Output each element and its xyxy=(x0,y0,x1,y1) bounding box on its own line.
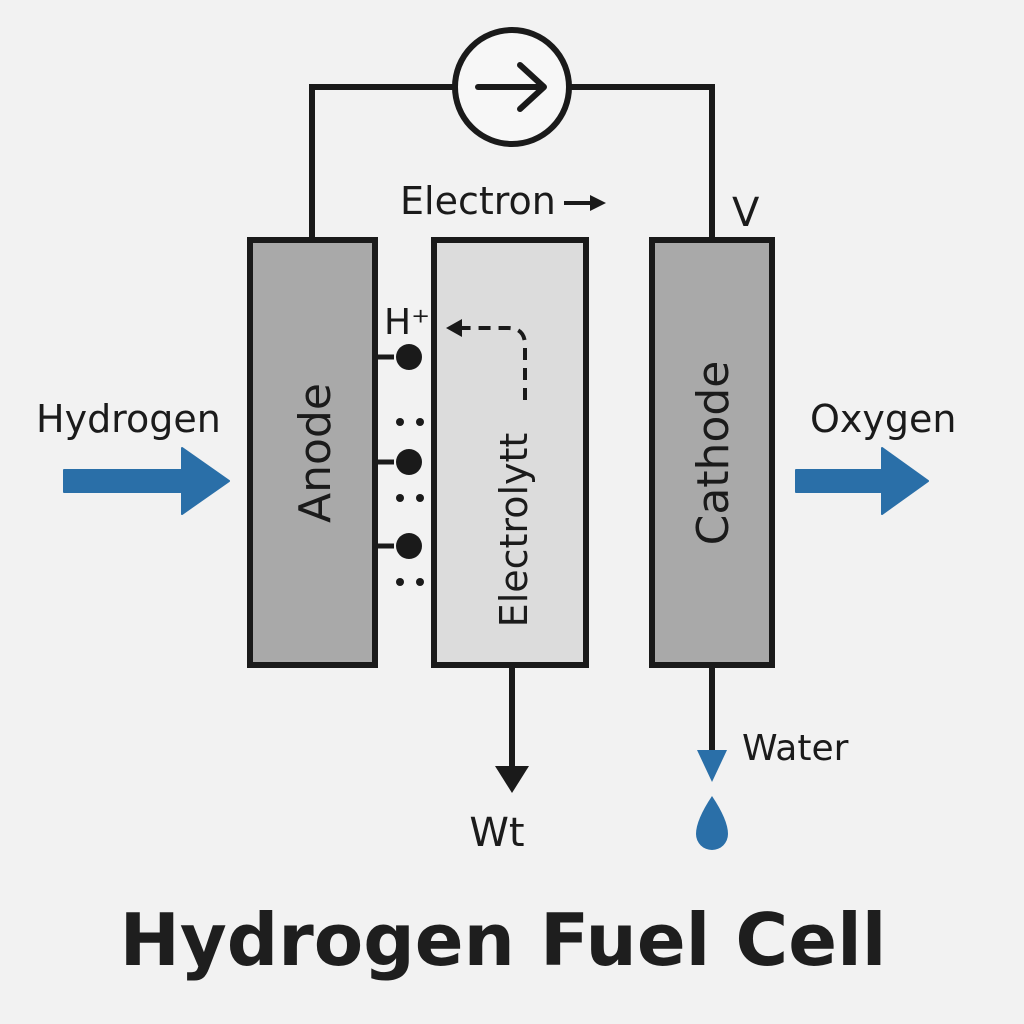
water-label: Water xyxy=(742,728,849,769)
water-arrow-icon xyxy=(697,750,727,782)
circuit-wire xyxy=(309,84,715,240)
hydrogen-inflow-arrow xyxy=(63,447,230,515)
oxygen-arrow xyxy=(795,447,929,515)
anode-electrode xyxy=(247,237,378,668)
water-drop-icon xyxy=(696,796,728,850)
voltage-label: V xyxy=(732,190,760,236)
electrolyte-label: Electrolytt xyxy=(492,433,536,628)
proton-path xyxy=(460,326,527,400)
electrolyte-layer xyxy=(431,237,589,668)
proton-label: H⁺ xyxy=(384,302,430,343)
cathode-label: Cathode xyxy=(688,361,739,546)
electron-label: Electron xyxy=(400,179,556,223)
page-title: Hydrogen Fuel Cell xyxy=(120,898,887,982)
electron-arrow-icon xyxy=(564,195,606,211)
cathode-electrode xyxy=(649,237,775,668)
proton-markers xyxy=(375,344,424,586)
hydrogen-label: Hydrogen xyxy=(36,397,221,441)
proton-arrow-icon xyxy=(446,319,462,337)
electrolyte-drain-arrow-icon xyxy=(495,766,529,793)
current-arrow-icon xyxy=(452,27,572,147)
anode-label: Anode xyxy=(290,383,341,523)
oxygen-label: Oxygen xyxy=(810,397,956,441)
waste-label: Wt xyxy=(469,810,524,856)
